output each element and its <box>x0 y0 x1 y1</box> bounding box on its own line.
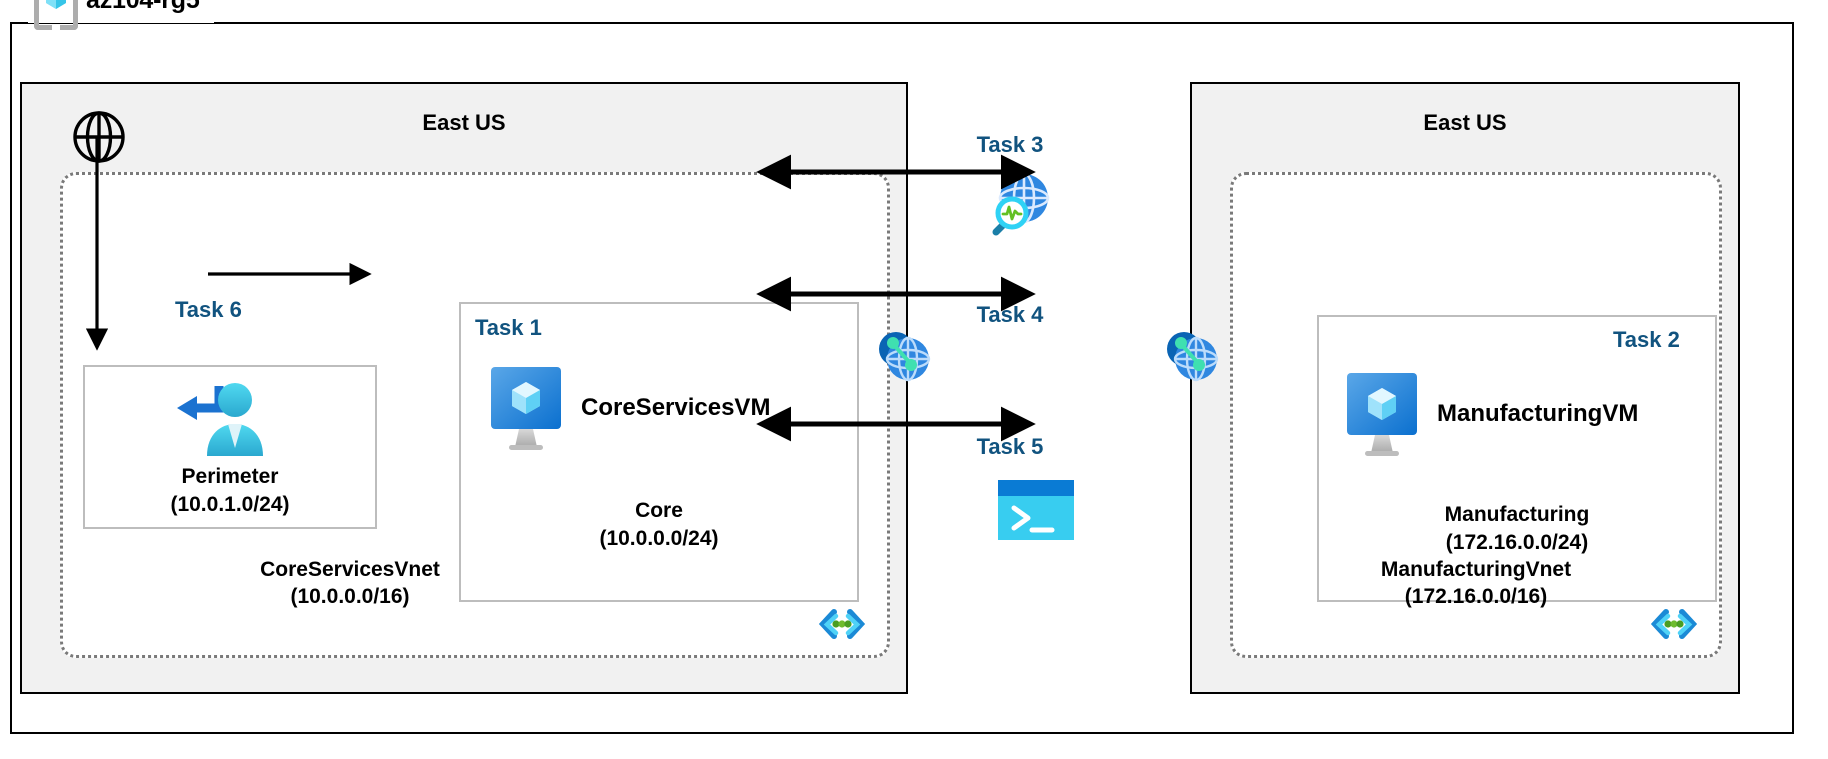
vnet-label-manufacturingvnet: ManufacturingVnet (172.16.0.0/16) <box>1233 556 1719 611</box>
region-title-left: East US <box>422 110 506 135</box>
vm-row-coreservicesvm: CoreServicesVM <box>489 365 770 451</box>
subnet-brackets-icon <box>1651 607 1697 641</box>
subnet-name-core: Core <box>635 499 683 522</box>
region-title-right: East US <box>1423 110 1507 135</box>
vm-name-coreservicesvm: CoreServicesVM <box>581 394 771 421</box>
region-panel-left: East US Task 6 <box>20 82 931 694</box>
globe-icon <box>72 110 126 164</box>
subnet-cidr-perimeter: (10.0.1.0/24) <box>170 493 290 517</box>
subnet-manufacturing <box>1317 315 1717 602</box>
vnet-name-manufacturingvnet: ManufacturingVnet <box>1380 557 1572 581</box>
vnet-name-coreservicesvnet: CoreServicesVnet <box>260 557 440 581</box>
resource-group-header: az104-rg5 <box>28 0 214 30</box>
vnet-cidr-coreservicesvnet: (10.0.0.0/16) <box>290 585 410 609</box>
vnet-manufacturingvnet: Task 2 <box>1230 172 1722 658</box>
region-panel-right: East US Task 2 <box>1167 82 1740 694</box>
subnet-name-perimeter: Perimeter <box>181 465 279 488</box>
network-watcher-icon <box>980 170 1052 242</box>
vnet-cidr-manufacturingvnet: (172.16.0.0/16) <box>1404 585 1548 609</box>
subnet-cidr-core: (10.0.0.0/24) <box>599 527 719 551</box>
subnet-caption-perimeter: Perimeter (10.0.1.0/24) <box>83 463 377 519</box>
task-label-task6: Task 6 <box>175 297 242 322</box>
task-label-task2: Task 2 <box>1613 327 1680 352</box>
cloud-shell-icon <box>998 480 1074 540</box>
subnet-name-manufacturing: Manufacturing <box>1444 503 1590 526</box>
cube-glyph <box>46 0 66 9</box>
vnet-coreservicesvnet: Task 6 Perimeter (10.0.1. <box>60 172 890 658</box>
subnet-cidr-manufacturing: (172.16.0.0/24) <box>1445 531 1589 555</box>
user-login-icon <box>173 380 269 458</box>
subnet-brackets-icon <box>819 607 865 641</box>
vnet-peering-icon-left <box>876 327 932 383</box>
task-label-task5: Task 5 <box>976 434 1044 459</box>
subnet-caption-manufacturing: Manufacturing (172.16.0.0/24) <box>1317 501 1717 557</box>
task-label-task4: Task 4 <box>976 302 1044 327</box>
resource-group-frame <box>10 22 1794 734</box>
virtual-machine-icon <box>489 365 563 451</box>
vm-row-manufacturingvm: ManufacturingVM <box>1345 371 1638 457</box>
subnet-core <box>459 302 859 602</box>
vnet-peering-icon-right <box>1164 327 1220 383</box>
task-label-task3: Task 3 <box>976 132 1044 157</box>
subnet-caption-core: Core (10.0.0.0/24) <box>459 497 859 553</box>
task-label-task1: Task 1 <box>475 315 542 340</box>
azure-resource-group-icon <box>34 0 78 30</box>
vm-name-manufacturingvm: ManufacturingVM <box>1437 400 1639 427</box>
virtual-machine-icon <box>1345 371 1419 457</box>
vnet-label-coreservicesvnet: CoreServicesVnet (10.0.0.0/16) <box>63 556 637 611</box>
resource-group-name: az104-rg5 <box>86 0 200 15</box>
